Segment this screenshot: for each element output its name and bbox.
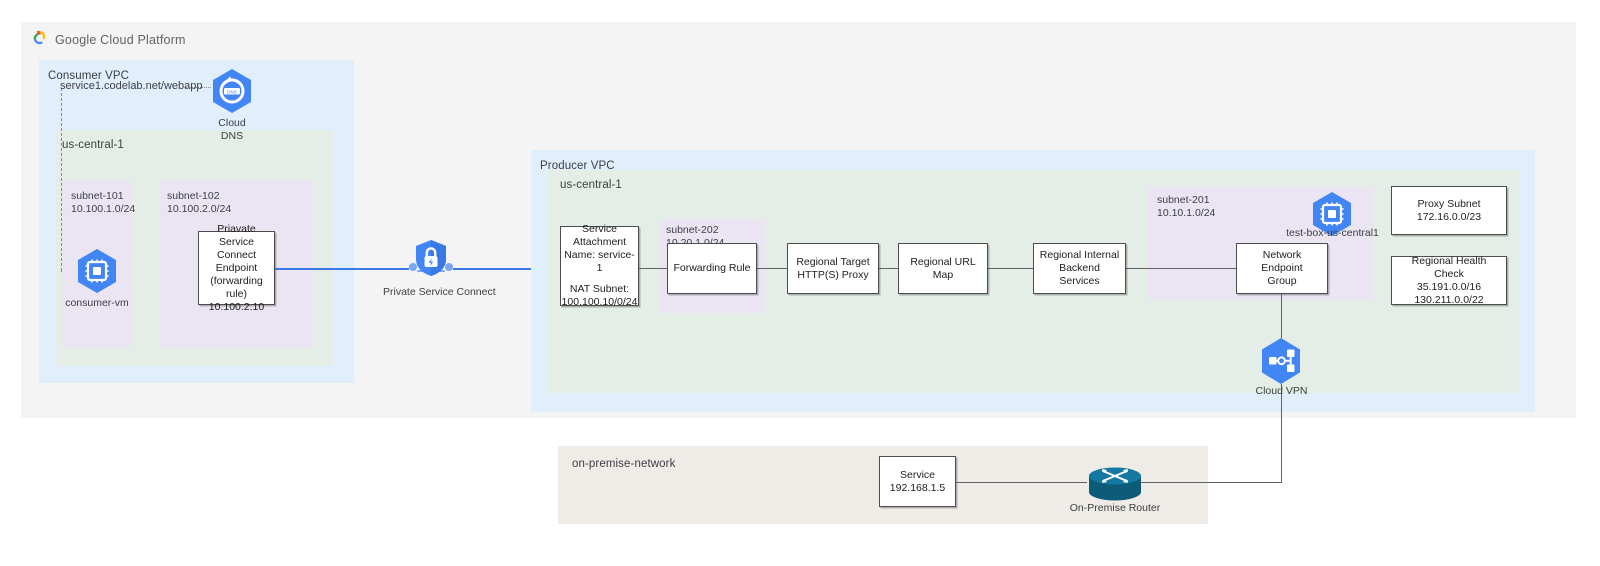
url-map-label: Regional URL Map	[910, 255, 976, 281]
neg-line2: Group	[1267, 275, 1297, 287]
subnet-201-name: subnet-201	[1157, 194, 1210, 206]
onprem-service-line1: Service	[899, 468, 935, 481]
on-premise-router-icon	[1087, 467, 1143, 506]
link-service-to-router	[956, 482, 1087, 483]
psc-endpoint-line4: 10.100.2.10	[208, 300, 265, 313]
link-cloud-vpn-down	[1281, 384, 1282, 482]
neg-line1: Network Endpoint	[1261, 249, 1303, 274]
private-service-connect-icon	[409, 238, 453, 284]
subnet-101-label: subnet-101 10.100.1.0/24	[71, 190, 135, 216]
link-attachment-to-forwarding-rule	[639, 268, 667, 269]
subnet-102-cidr: 10.100.2.0/24	[167, 203, 232, 215]
service-attachment-line5: 100.100.10/0/24	[561, 296, 638, 308]
subnet-102-label: subnet-102 10.100.2.0/24	[167, 190, 231, 216]
cloud-vpn-icon	[1259, 337, 1303, 385]
service-attachment-line2: Attachment	[572, 236, 627, 248]
on-premise-router-label: On-Premise Router	[1069, 502, 1161, 514]
regional-health-check-box[interactable]: Regional Health Check 35.191.0.0/16 130.…	[1391, 254, 1507, 306]
link-neg-to-cloud-vpn	[1281, 294, 1282, 338]
producer-vpc-label: Producer VPC	[540, 160, 615, 172]
forwarding-rule-box[interactable]: Forwarding Rule	[667, 243, 757, 294]
backend-line2: Backend Services	[1059, 262, 1100, 287]
onprem-service-line2: 192.168.1.5	[889, 481, 946, 494]
cloud-vpn-label: Cloud VPN	[1255, 385, 1308, 397]
link-vpn-to-router	[1141, 482, 1282, 483]
test-box-vm-label: test-box-us-central1	[1286, 227, 1379, 239]
link-psc-to-service-attachment	[453, 268, 560, 270]
on-premise-router-node[interactable]	[1087, 462, 1143, 507]
gcp-logo: Google Cloud Platform	[31, 29, 186, 51]
dns-path-to-dns	[185, 87, 211, 88]
health-check-line3: 130.211.0.0/22	[1414, 293, 1484, 306]
backend-line1: Regional Internal	[1039, 249, 1120, 261]
subnet-102-name: subnet-102	[167, 190, 220, 202]
link-backend-to-neg	[1126, 268, 1236, 269]
consumer-vm-label: consumer-vm	[65, 297, 129, 309]
cloud-dns-icon: DNS	[211, 68, 253, 114]
regional-target-http-proxy-box[interactable]: Regional Target HTTP(S) Proxy	[787, 243, 879, 294]
google-cloud-platform-logo-icon	[31, 29, 48, 51]
subnet-201-cidr: 10.10.1.0/24	[1157, 207, 1216, 219]
service-attachment-line3: Name: service-1	[564, 249, 635, 274]
consumer-region-label: us-central-1	[62, 139, 124, 151]
target-proxy-line1: Regional Target	[796, 255, 870, 268]
private-service-connect-node[interactable]	[409, 238, 453, 284]
dns-record-label: service1.codelab.net/webapp	[60, 80, 203, 92]
on-premise-network-label: on-premise-network	[572, 458, 676, 470]
psc-endpoint-line1: Priavate Service	[217, 222, 256, 248]
dns-path-vertical	[61, 88, 62, 271]
compute-engine-vm-icon	[1311, 191, 1353, 237]
health-check-line2: 35.191.0.0/16	[1416, 280, 1482, 293]
compute-engine-vm-icon	[76, 248, 118, 294]
regional-internal-backend-services-box[interactable]: Regional Internal Backend Services	[1033, 243, 1126, 294]
link-endpoint-to-psc	[275, 268, 409, 270]
producer-region-label: us-central-1	[560, 179, 622, 191]
subnet-202-name: subnet-202	[666, 224, 719, 236]
network-endpoint-group-box[interactable]: Network Endpoint Group	[1236, 243, 1328, 294]
subnet-101-cidr: 10.100.1.0/24	[71, 203, 136, 215]
psc-endpoint-line2: Connect Endpoint	[215, 248, 258, 274]
svg-text:DNS: DNS	[227, 89, 237, 94]
on-premise-service-box[interactable]: Service 192.168.1.5	[879, 456, 956, 507]
cloud-vpn-node[interactable]	[1259, 337, 1303, 385]
consumer-vpc-label: Consumer VPC	[48, 70, 130, 82]
service-attachment-line4: NAT Subnet:	[569, 283, 630, 295]
subnet-101-name: subnet-101	[71, 190, 124, 202]
link-target-proxy-to-url-map	[879, 268, 898, 269]
proxy-subnet-line1: Proxy Subnet	[1417, 197, 1481, 210]
gcp-logo-text: Google Cloud Platform	[55, 33, 186, 47]
link-forwarding-rule-to-target-proxy	[757, 268, 787, 269]
test-box-vm-node[interactable]	[1310, 191, 1354, 237]
consumer-vm-node[interactable]: consumer-vm	[65, 248, 129, 310]
forwarding-rule-label: Forwarding Rule	[673, 262, 751, 274]
subnet-201-label: subnet-201 10.10.1.0/24	[1157, 194, 1215, 220]
private-service-connect-endpoint-box[interactable]: Priavate Service Connect Endpoint (forwa…	[198, 223, 275, 313]
proxy-subnet-line2: 172.16.0.0/23	[1416, 210, 1482, 223]
service-attachment-line1: Service	[581, 223, 617, 235]
health-check-line1: Regional Health Check	[1411, 254, 1487, 280]
cloud-dns-caption-line2: DNS	[220, 130, 244, 142]
target-proxy-line2: HTTP(S) Proxy	[797, 268, 869, 281]
proxy-subnet-box[interactable]: Proxy Subnet 172.16.0.0/23	[1391, 186, 1507, 235]
psc-endpoint-line3: (forwarding rule)	[210, 274, 263, 300]
link-url-map-to-backend	[988, 268, 1033, 269]
service-attachment-box[interactable]: Service Attachment Name: service-1 NAT S…	[560, 223, 639, 308]
private-service-connect-label: Private Service Connect	[383, 286, 496, 298]
regional-url-map-box[interactable]: Regional URL Map	[898, 243, 988, 294]
cloud-dns-caption-line1: Cloud	[218, 117, 246, 129]
cloud-dns-node[interactable]: DNS Cloud DNS	[210, 68, 254, 143]
